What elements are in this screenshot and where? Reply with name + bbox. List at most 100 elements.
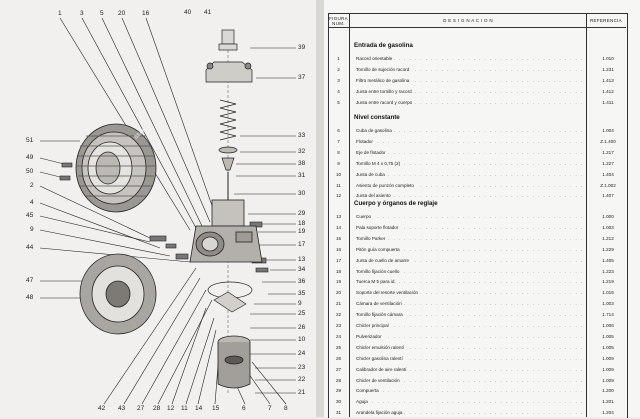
callout-number: 48 — [26, 294, 34, 301]
callout-number: 27 — [137, 405, 145, 412]
callout-number: 16 — [142, 10, 150, 17]
figure-number: 23 — [335, 323, 342, 328]
callout-number: 23 — [298, 364, 306, 371]
callout-number: 14 — [195, 405, 203, 412]
callout-number: 42 — [98, 405, 106, 412]
leader-dots: . . . . . . . . . . . . . . . . . . . . … — [356, 128, 586, 133]
part-designation: Tornillo fijación cámara — [356, 312, 405, 318]
figure-number: 4 — [337, 88, 340, 94]
table-row: 26. . . . . . . . . . . . . . . . . . . … — [328, 354, 626, 365]
mounting-flange — [79, 253, 157, 335]
part-reference: 1.004 — [602, 128, 614, 133]
callout-number: 2 — [30, 182, 34, 189]
part-designation: Asiento de punzón completo — [356, 182, 416, 188]
table-row: 12. . . . . . . . . . . . . . . . . . . … — [328, 191, 626, 202]
table-row: 27. . . . . . . . . . . . . . . . . . . … — [328, 365, 626, 376]
leader-dots: . . . . . . . . . . . . . . . . . . . . … — [356, 323, 586, 328]
callout-number: 3 — [80, 10, 84, 17]
table-row: 7. . . . . . . . . . . . . . . . . . . .… — [328, 137, 626, 148]
leader-dots: . . . . . . . . . . . . . . . . . . . . … — [356, 193, 586, 199]
table-row: 9. . . . . . . . . . . . . . . . . . . .… — [328, 159, 626, 170]
callout-number: 11 — [181, 405, 188, 412]
figure-number: 15 — [335, 235, 342, 241]
column-divider — [349, 13, 350, 417]
part-reference: 1.231 — [602, 66, 614, 72]
figure-number: 20 — [335, 290, 342, 296]
callout-number: 44 — [26, 244, 34, 251]
leader-dots: . . . . . . . . . . . . . . . . . . . . … — [356, 333, 586, 339]
table-row: 24. . . . . . . . . . . . . . . . . . . … — [328, 332, 626, 343]
callout-number: 43 — [118, 405, 126, 412]
part-reference: 1.219 — [602, 279, 614, 285]
table-row: 13. . . . . . . . . . . . . . . . . . . … — [328, 212, 626, 223]
leader-dots: . . . . . . . . . . . . . . . . . . . . … — [356, 224, 586, 230]
part-designation: Tuerca M 5 para id. — [356, 279, 398, 285]
carburetor-body — [189, 199, 263, 263]
callout-number: 5 — [100, 10, 104, 17]
callout-number: 22 — [298, 376, 306, 383]
figure-number: 21 — [335, 301, 342, 307]
callout-number: 33 — [298, 132, 306, 139]
part-reference: 1.204 — [602, 410, 614, 416]
figure-number: 19 — [335, 279, 342, 285]
part-reference: 1.404 — [602, 171, 614, 177]
leader-dots: . . . . . . . . . . . . . . . . . . . . … — [356, 312, 586, 318]
part-designation: Soporte del resorte ventilación — [356, 290, 421, 296]
part-designation: Chicler de ventilación — [356, 377, 402, 383]
table-row: 15. . . . . . . . . . . . . . . . . . . … — [328, 234, 626, 245]
figure-number: 11 — [336, 182, 341, 188]
callout-number: 18 — [298, 220, 306, 227]
carburetor-exploded-drawing: BENDIX — [39, 17, 296, 405]
callout-number: 28 — [153, 405, 161, 412]
callout-number: 37 — [298, 74, 306, 81]
figure-number: 2 — [337, 66, 340, 72]
exploded-diagram-page: BENDIX — [0, 0, 316, 417]
part-reference: 1.714 — [602, 312, 614, 318]
figure-number: 31 — [335, 410, 342, 416]
callout-number: 8 — [284, 405, 288, 412]
part-reference: 1.413 — [602, 77, 614, 83]
leader-dots: . . . . . . . . . . . . . . . . . . . . … — [356, 399, 586, 405]
callout-number: 50 — [26, 168, 34, 175]
header-designacion: D E S I G N A C I O N — [443, 18, 493, 23]
callout-number: 20 — [118, 10, 126, 17]
callout-number: 39 — [298, 44, 306, 51]
part-designation: Cuba de gasolina — [356, 128, 394, 133]
figure-number: 22 — [335, 312, 342, 318]
part-designation: Chicler emulsión ralentí — [356, 344, 406, 350]
part-designation: Tornillo fijación cuello — [356, 268, 402, 274]
part-reference: 1.010 — [602, 56, 614, 61]
table-row: 25 . . . . . . . . . . . . . . . . . . . … — [328, 343, 626, 354]
leader-dots: . . . . . . . . . . . . . . . . . . . . … — [356, 268, 586, 274]
table-row: 11 . . . . . . . . . . . . . . . . . . . … — [328, 181, 626, 192]
leader-dots: . . . . . . . . . . . . . . . . . . . . … — [356, 66, 586, 72]
callout-number: 32 — [298, 148, 306, 155]
figure-number: 14 — [335, 224, 342, 230]
part-reference: 1.009 — [602, 355, 614, 361]
leader-dots: . . . . . . . . . . . . . . . . . . . . … — [356, 290, 586, 296]
leader-dots: . . . . . . . . . . . . . . . . . . . . … — [356, 377, 586, 383]
leader-dots: . . . . . . . . . . . . . . . . . . . . … — [356, 257, 586, 263]
leader-dots: . . . . . . . . . . . . . . . . . . . . … — [356, 344, 586, 350]
callout-number: 38 — [298, 160, 306, 167]
figure-number: 8 — [337, 149, 340, 155]
part-reference: 1.000 — [602, 214, 614, 219]
figure-number: 25 — [335, 344, 342, 350]
leader-dots: . . . . . . . . . . . . . . . . . . . . … — [356, 160, 586, 166]
page-gutter — [316, 0, 324, 417]
part-designation: Compuerta — [356, 388, 381, 394]
part-designation: Eje de flotador — [356, 149, 388, 155]
leader-dots: . . . . . . . . . . . . . . . . . . . . … — [356, 355, 586, 361]
part-designation: Junta entre racord y cuerpo — [356, 99, 415, 105]
figure-number: 30 — [335, 399, 342, 405]
callout-number: 9 — [30, 226, 34, 233]
part-designation: Flotador — [356, 138, 375, 144]
leader-dots: . . . . . . . . . . . . . . . . . . . . … — [356, 410, 586, 416]
part-designation: Tornillo Parker — [356, 235, 388, 241]
section-title: Entrada de gasolina — [354, 42, 413, 49]
column-divider — [586, 13, 587, 417]
callout-number: 1 — [58, 10, 62, 17]
leader-dots: . . . . . . . . . . . . . . . . . . . . … — [356, 182, 586, 188]
header-num: NUM. — [332, 21, 345, 26]
table-row: 14 . . . . . . . . . . . . . . . . . . . … — [328, 223, 626, 234]
